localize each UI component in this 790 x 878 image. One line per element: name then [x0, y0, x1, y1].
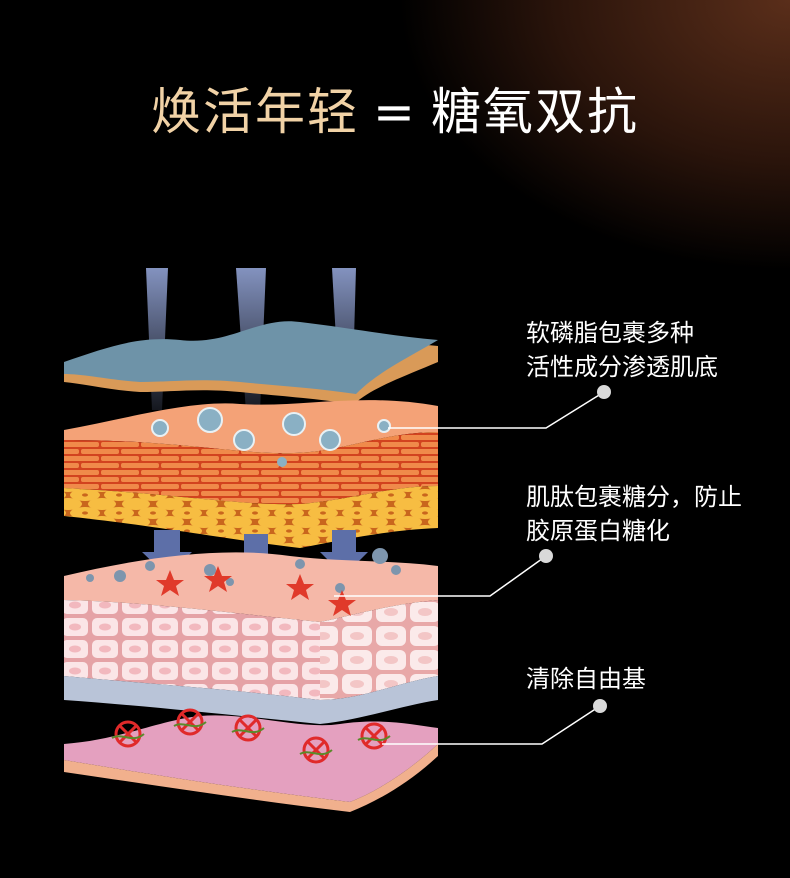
layer-epidermis-top: [64, 400, 438, 454]
callout-connector-2: [334, 549, 553, 597]
down-arrow: [142, 530, 192, 576]
callout-line: 肌肽包裹糖分，防止: [526, 483, 742, 511]
callout-line: 软磷脂包裹多种: [526, 319, 694, 347]
callout-line: 胶原蛋白糖化: [526, 517, 670, 545]
layer-dermis-basal: [64, 676, 438, 724]
free-radical-icons: [111, 708, 391, 764]
layer-epidermis-brick: [64, 432, 438, 505]
layer-deep-top: [64, 715, 438, 802]
carnosine-particles: [86, 548, 401, 616]
layer-dermis-cells-front: [64, 600, 320, 700]
callout-line: 活性成分渗透肌底: [526, 353, 718, 381]
callout-label-carnosine: 肌肽包裹糖分，防止 胶原蛋白糖化: [526, 480, 742, 548]
title-accent: 焕活年轻: [151, 83, 360, 141]
callout-label-lecithin: 软磷脂包裹多种 活性成分渗透肌底: [526, 316, 718, 384]
callout-line: 清除自由基: [526, 665, 646, 693]
layer-dermis-cells-side: [320, 600, 438, 700]
title-main: 糖氧双抗: [430, 83, 639, 141]
layer-deep-front: [64, 760, 350, 812]
down-arrow: [320, 530, 368, 576]
callout-connector-3: [382, 699, 607, 745]
lecithin-bubbles: [151, 407, 391, 467]
page-title: 焕活年轻=糖氧双抗: [0, 72, 790, 152]
title-equals: =: [373, 83, 417, 141]
layer-deep-side: [350, 744, 438, 812]
layer-film-top: [64, 321, 438, 394]
callout-connector-1: [388, 385, 611, 429]
callout-label-free-radical: 清除自由基: [526, 662, 646, 696]
